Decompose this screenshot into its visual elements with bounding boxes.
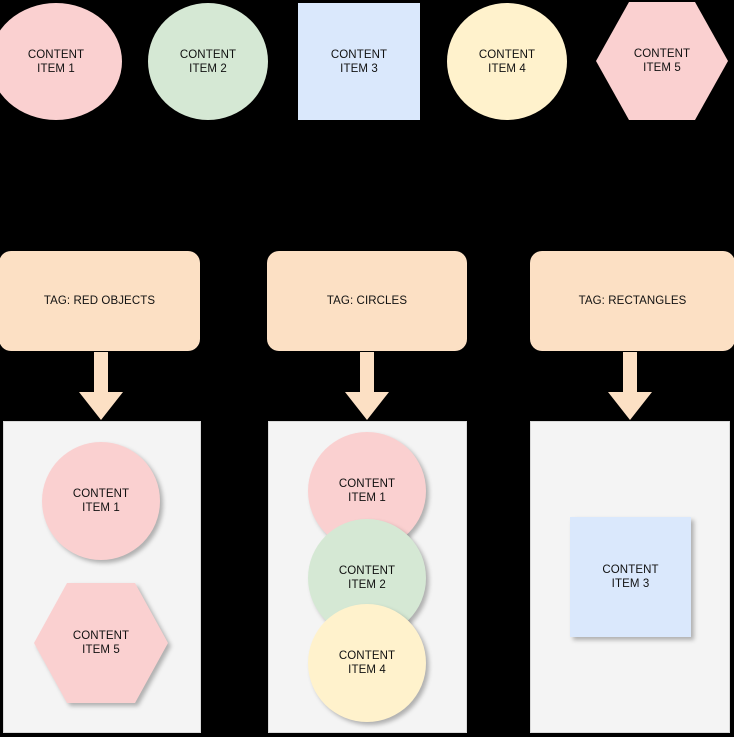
source-shape-item2-label: CONTENT ITEM 2 — [179, 48, 237, 75]
source-shape-item2[interactable]: CONTENT ITEM 2 — [148, 3, 268, 120]
group-rectangles-shape-item3[interactable]: CONTENT ITEM 3 — [570, 517, 691, 637]
group-rectangles-shape-item3-label: CONTENT ITEM 3 — [602, 564, 659, 590]
hexagon-glyph — [596, 2, 728, 120]
group-red-objects-shape-item1-label: CONTENT ITEM 1 — [72, 488, 130, 514]
arrow-tag-to-group-red-objects — [79, 352, 123, 420]
tag-red-objects[interactable]: TAG: RED OBJECTS — [0, 251, 200, 351]
tag-circles-label: TAG: CIRCLES — [326, 295, 408, 307]
source-shape-item1-label: CONTENT ITEM 1 — [27, 48, 85, 75]
source-shape-item5[interactable]: CONTENT ITEM 5 — [596, 2, 728, 120]
group-red-objects-shape-item5-label: CONTENT ITEM 5 — [72, 630, 130, 656]
source-shape-item3-label: CONTENT ITEM 3 — [330, 48, 388, 75]
arrow-tag-to-group-rectangles — [608, 352, 652, 420]
source-shape-item4-label: CONTENT ITEM 4 — [478, 48, 536, 75]
tag-rectangles-label: TAG: RECTANGLES — [578, 295, 687, 307]
hexagon-glyph — [34, 583, 168, 703]
source-shape-item5-label: CONTENT ITEM 5 — [633, 48, 691, 74]
tag-circles[interactable]: TAG: CIRCLES — [267, 251, 467, 351]
group-circles-shape-item4-label: CONTENT ITEM 4 — [338, 650, 396, 676]
group-circles-shape-item1-label: CONTENT ITEM 1 — [338, 478, 396, 504]
arrow-tag-to-group-circles — [345, 352, 389, 420]
group-red-objects-shape-item1[interactable]: CONTENT ITEM 1 — [42, 442, 160, 560]
group-circles-shape-item4[interactable]: CONTENT ITEM 4 — [308, 604, 426, 722]
tag-red-objects-label: TAG: RED OBJECTS — [43, 295, 156, 307]
group-red-objects-shape-item5[interactable]: CONTENT ITEM 5 — [34, 583, 168, 703]
source-shape-item3[interactable]: CONTENT ITEM 3 — [298, 3, 420, 120]
group-circles-shape-item2-label: CONTENT ITEM 2 — [338, 565, 396, 591]
source-shape-item4[interactable]: CONTENT ITEM 4 — [447, 3, 567, 120]
source-shape-item1[interactable]: CONTENT ITEM 1 — [0, 3, 122, 120]
tag-rectangles[interactable]: TAG: RECTANGLES — [530, 251, 734, 351]
